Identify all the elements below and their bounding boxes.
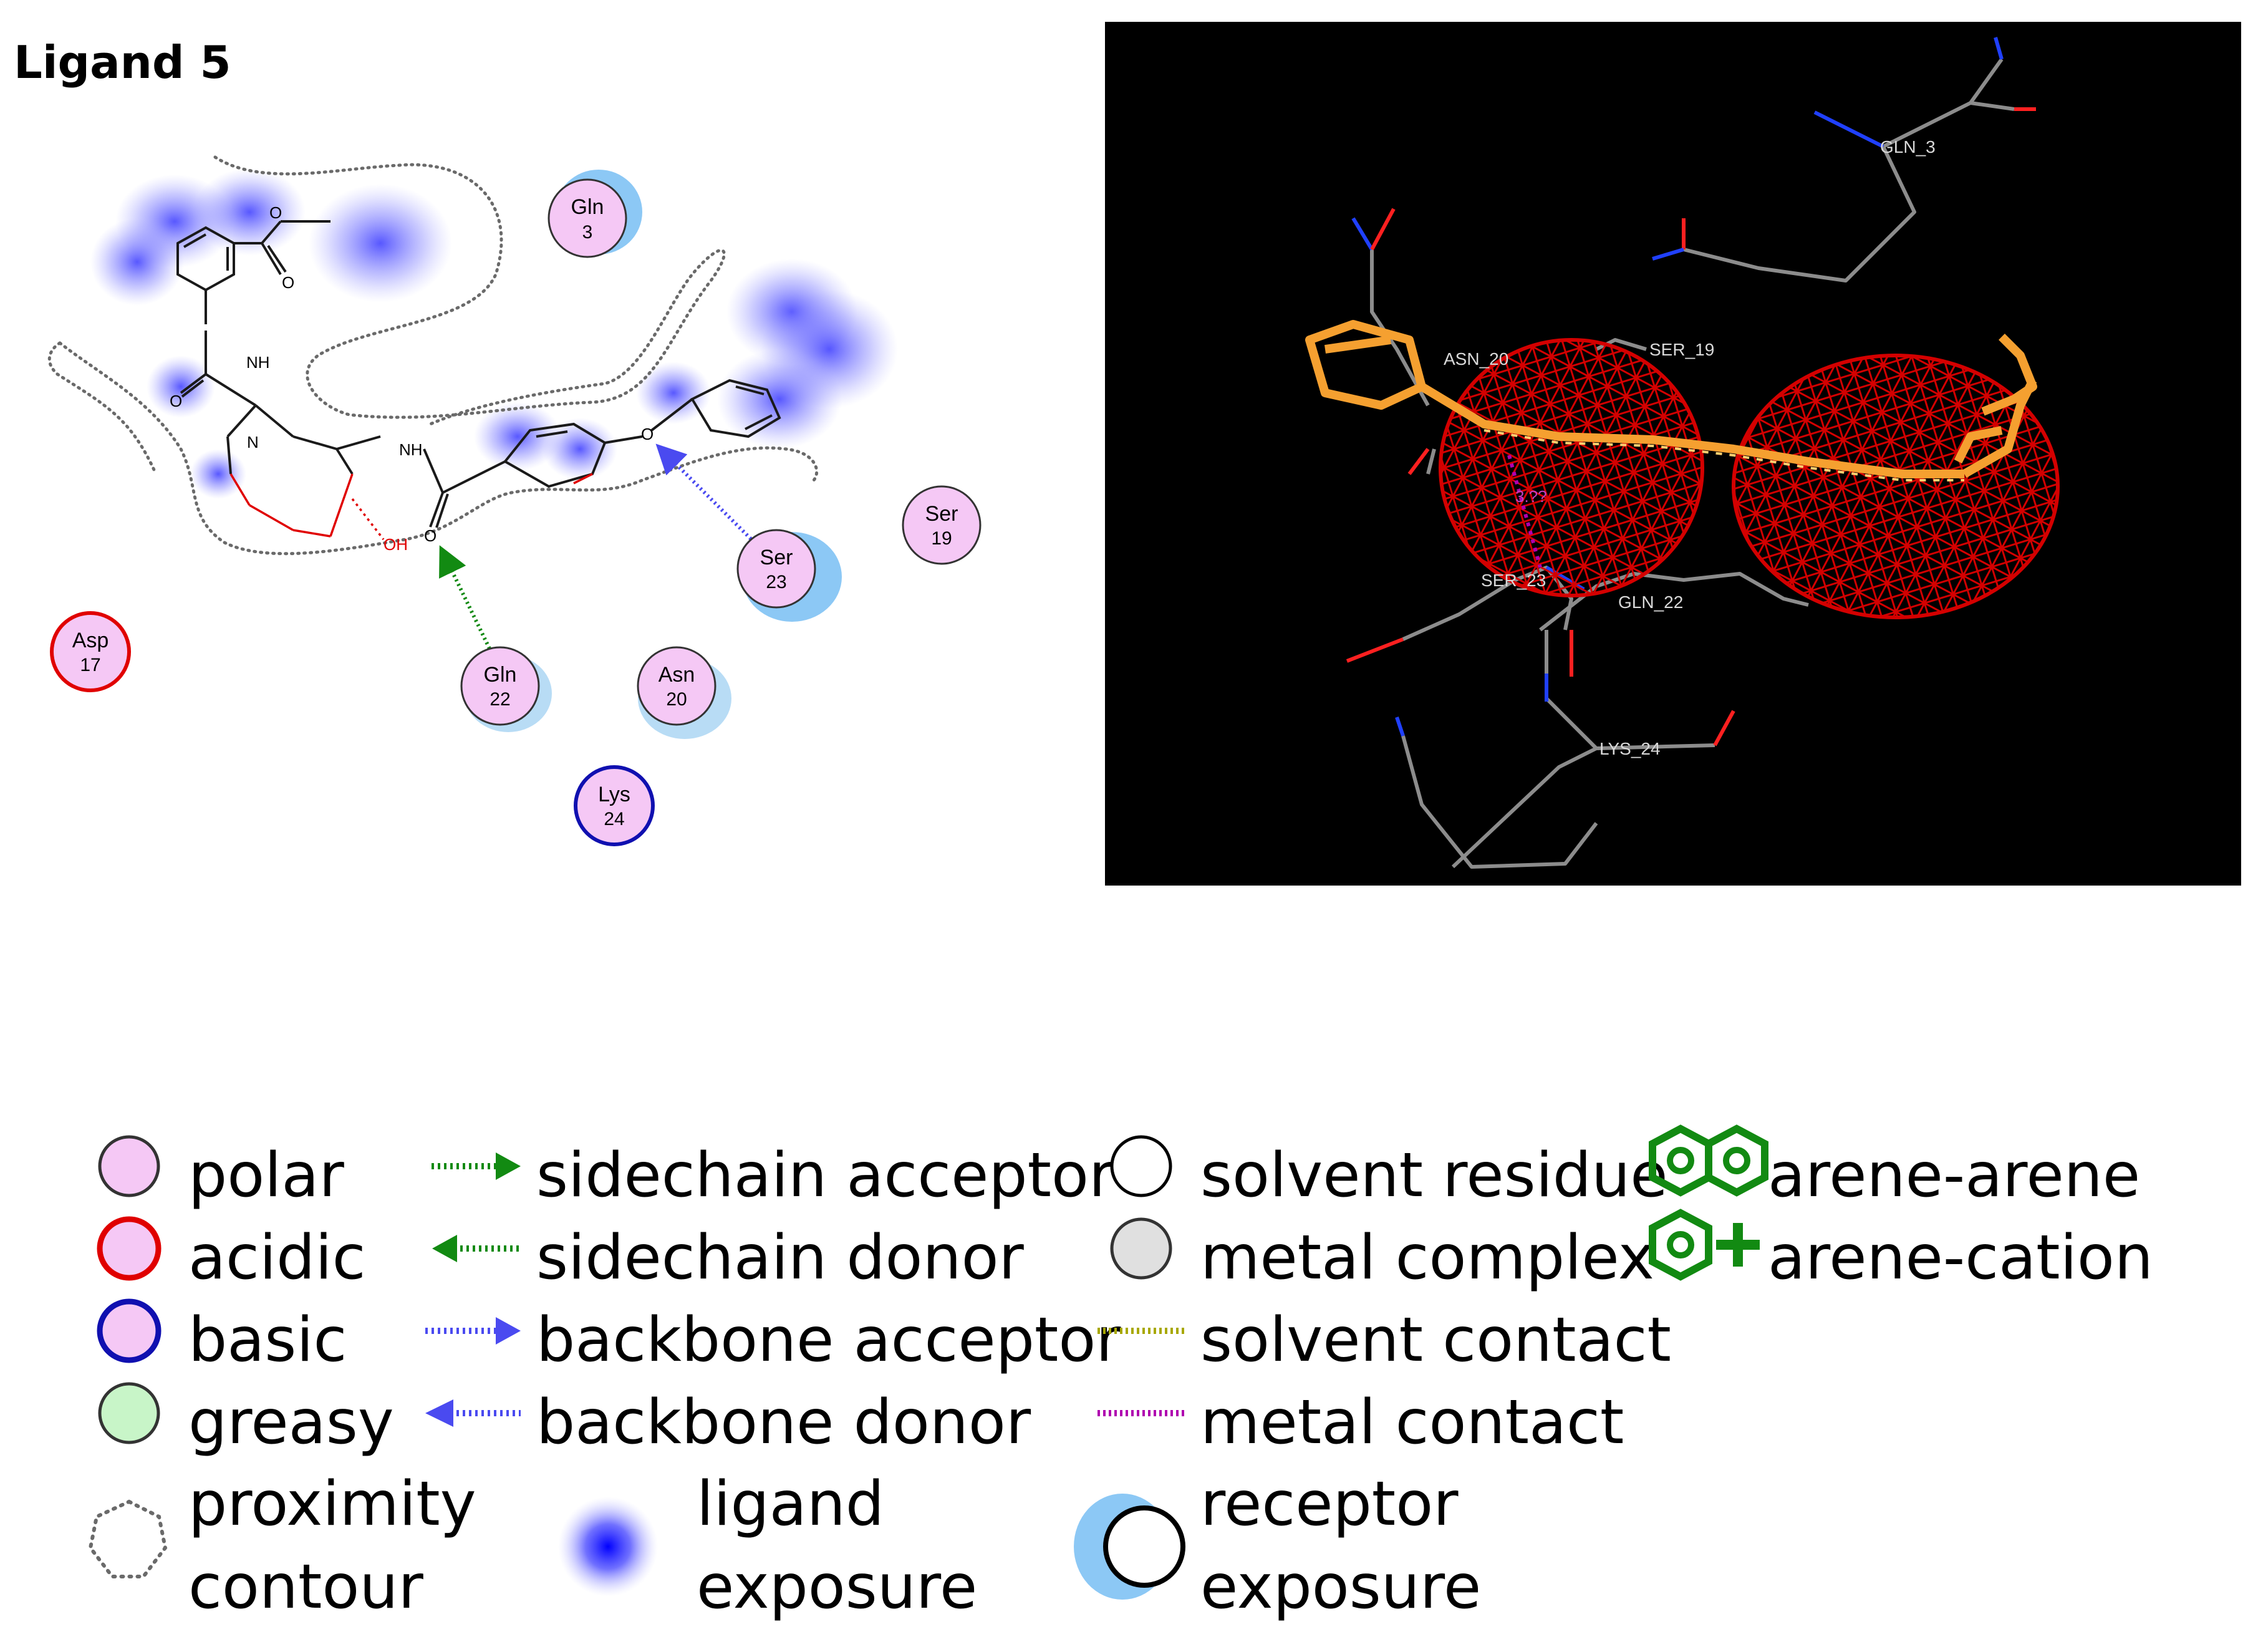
legend-polar: polar: [98, 1135, 344, 1211]
metal-contact-line: [1507, 455, 1542, 568]
residue-number: 20: [666, 689, 687, 710]
residue-number: 19: [931, 528, 952, 549]
legend: polar acidic basic greasy proximity cont…: [88, 1124, 2153, 1623]
legend-greasy: greasy: [98, 1382, 394, 1458]
legend-solvent-contact: solvent contact: [1097, 1305, 1671, 1376]
atom-o-ether: O: [641, 425, 654, 443]
legend-backbone-acceptor: backbone acceptor: [425, 1305, 1121, 1376]
legend-solvent-residue: solvent residue: [1110, 1135, 1668, 1211]
legend-proximity-contour: proximity contour: [88, 1469, 476, 1623]
legend-ligand-exposure: ligand exposure: [558, 1469, 977, 1623]
label-3d-ser23: SER_23: [1481, 571, 1546, 590]
label-3d-ser19: SER_19: [1649, 340, 1714, 359]
atom-o-urea: O: [170, 392, 182, 410]
legend-label: ligand: [697, 1469, 884, 1540]
label-3d-lys24: LYS_24: [1599, 739, 1661, 758]
figure-title: Ligand 5: [14, 36, 231, 89]
legend-basic: basic: [97, 1298, 347, 1376]
sidechain-acceptor-arrow-gln22: [439, 545, 491, 650]
interaction-diagram: NH NH OH O O O O O N Gln 3 Ser 19 Ser 23: [47, 155, 982, 846]
legend-label: arene-arene: [1768, 1140, 2140, 1211]
residue-lys24: Lys 24: [574, 765, 655, 846]
atom-label-oh: OH: [384, 535, 408, 554]
legend-label: contour: [188, 1552, 423, 1623]
ligand-structure: [176, 220, 781, 528]
backbone-acceptor-arrow-ser23: [655, 443, 756, 544]
legend-label: exposure: [697, 1552, 977, 1623]
label-3d-asn20: ASN_20: [1444, 349, 1508, 369]
legend-label: basic: [188, 1305, 347, 1376]
legend-label: solvent contact: [1200, 1305, 1671, 1376]
residue-number: 23: [766, 572, 786, 592]
residue-ser23: Ser 23: [736, 529, 842, 622]
residue-name: Asp: [72, 629, 109, 652]
legend-label: solvent residue: [1200, 1140, 1668, 1211]
ligand-exposure-regions: [90, 168, 898, 499]
label-3d-gln3: GLN_3: [1880, 137, 1936, 157]
legend-metal-contact: metal contact: [1097, 1387, 1624, 1458]
residue-name: Gln: [484, 663, 517, 687]
legend-label: sidechain donor: [536, 1222, 1025, 1293]
label-3d-distance: 3.??: [1515, 487, 1547, 506]
residue-asn20: Asn 20: [637, 646, 731, 739]
legend-acidic: acidic: [97, 1216, 365, 1293]
atom-n-piperidine: N: [247, 433, 259, 452]
legend-sidechain-acceptor: sidechain acceptor: [432, 1140, 1114, 1211]
atom-label-nh-amide: NH: [399, 440, 423, 459]
atom-o-ester: O: [269, 203, 282, 222]
proximity-contour: [47, 155, 818, 556]
legend-label: exposure: [1200, 1552, 1481, 1623]
ligand-3d: [1305, 320, 2037, 478]
legend-receptor-exposure: receptor exposure: [1074, 1469, 1481, 1623]
legend-label: backbone acceptor: [536, 1305, 1121, 1376]
residue-name: Ser: [760, 546, 793, 569]
legend-sidechain-donor: sidechain donor: [432, 1222, 1025, 1293]
view-3d-panel: GLN_3 ASN_20 SER_19 SER_23 GLN_22 LYS_24…: [1105, 22, 2241, 886]
residue-number: 17: [80, 655, 100, 675]
legend-label: polar: [188, 1140, 344, 1211]
residue-name: Lys: [598, 783, 630, 806]
residue-name: Ser: [925, 502, 958, 526]
residue-gln22: Gln 22: [460, 646, 552, 732]
label-3d-gln22: GLN_22: [1618, 592, 1683, 612]
legend-label: acidic: [188, 1222, 365, 1293]
legend-arene-arene: arene-arene: [1649, 1124, 2140, 1211]
legend-label: proximity: [188, 1469, 476, 1540]
residue-ser19: Ser 19: [902, 485, 982, 565]
ligand-red-bonds: [229, 473, 593, 541]
residue-number: 22: [490, 689, 510, 710]
residue-name: Gln: [571, 195, 604, 219]
residue-gln3: Gln 3: [548, 170, 642, 258]
atom-o-amide: O: [424, 526, 437, 545]
ligand-3d-highlight: [1483, 429, 1964, 481]
atom-o-ester-carbonyl: O: [282, 273, 294, 292]
residue-number: 3: [582, 222, 593, 243]
legend-label: arene-cation: [1768, 1222, 2153, 1293]
legend-label: receptor: [1200, 1469, 1459, 1540]
residue-asp17: Asp 17: [50, 611, 131, 692]
legend-metal-complex: metal complex: [1110, 1217, 1654, 1293]
residue-name: Asn: [658, 663, 695, 687]
legend-label: metal complex: [1200, 1222, 1654, 1293]
legend-arene-cation: arene-cation: [1649, 1209, 2153, 1293]
legend-label: metal contact: [1200, 1387, 1624, 1458]
legend-label: sidechain acceptor: [536, 1140, 1114, 1211]
mesh-surface: [1439, 338, 2060, 619]
legend-backbone-donor: backbone donor: [425, 1387, 1031, 1458]
residue-number: 24: [604, 809, 624, 829]
legend-label: greasy: [188, 1387, 394, 1458]
atom-label-nh-urea: NH: [246, 353, 270, 372]
legend-label: backbone donor: [536, 1387, 1031, 1458]
